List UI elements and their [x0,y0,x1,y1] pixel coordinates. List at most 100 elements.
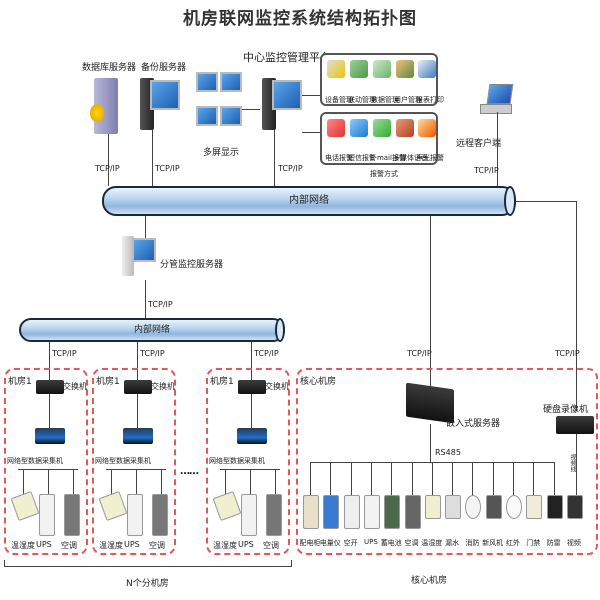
center-platform-label: 中心监控管理平台 [243,51,331,64]
switch-icon [124,380,152,394]
main-internal-network: 内部网络 [102,186,516,216]
device-label: UPS [36,540,52,549]
db-server-label: 数据库服务器 [82,63,137,73]
circuit-breaker-icon [343,495,360,529]
siren-light-icon [418,119,436,137]
tcp-label-dvr: TCP/IP [555,349,580,358]
branch-room-label: 机房1 [96,377,120,387]
function-label: 数据管理 [371,96,399,104]
dome-camera-icon [566,495,583,519]
branch-caption: N个分机房 [126,579,169,589]
tcp-label-branch: TCP/IP [140,349,165,358]
temp-humidity-sensor-icon [424,495,441,519]
air-conditioner-icon [152,494,168,536]
access-control-icon [526,495,543,519]
fresh-air-fan-icon [485,495,502,519]
function-label: 报表打印 [416,96,444,104]
core-device-label: 空开 [343,539,358,547]
core-device-label: 空调 [404,539,419,547]
core-device-label: 视频 [566,539,581,547]
power-meter-icon [323,495,340,529]
diagram-title: 机房联网监控系统结构拓扑图 [183,9,417,29]
alarm-label: 短信报警 [348,154,376,162]
device-label: 温湿度 [213,541,237,550]
function-label: 用户管理 [394,96,422,104]
tcp-label-sub: TCP/IP [148,300,173,309]
laptop-icon [486,84,514,104]
dvr-label: 硬盘录像机 [543,405,589,415]
power-cabinet-icon [303,495,319,529]
branch-room-label: 机房1 [8,377,32,387]
device-label: UPS [238,540,254,549]
display-monitor-icon [196,106,218,126]
sub-internal-network: 内部网络 [19,318,285,342]
backup-server-label: 备份服务器 [141,63,187,73]
air-conditioner-icon [64,494,80,536]
core-room-label: 核心机房 [300,377,337,387]
sub-server-tower-icon [122,236,134,276]
ups-icon [39,494,55,536]
smoke-detector-icon [465,495,482,519]
core-device-label: 电量仪 [319,539,341,547]
lightning-protection-icon [546,495,563,519]
tcp-label-remote: TCP/IP [474,166,499,175]
core-device-label: 新风机 [482,539,504,547]
users-icon [396,60,414,78]
air-conditioner-icon [266,494,282,536]
branch-room-frame [4,368,88,555]
core-device-label: 红外 [506,539,520,547]
device-label: 温湿度 [11,541,35,550]
sub-network-label: 内部网络 [133,325,170,335]
remote-client-label: 远程客户端 [456,139,502,149]
core-device-label: 蓄电池 [380,539,402,547]
switch-icon [238,380,266,394]
multi-display-label: 多屏显示 [203,148,240,158]
alarm-label: 电话报警 [325,154,353,162]
alarm-label: E-mail报警 [370,154,406,162]
device-label: 空调 [263,541,279,550]
ellipsis: …… [180,466,199,477]
dvr-icon [556,416,594,434]
switch-label: 交换机 [265,382,289,391]
collector-label: 网络型数据采集机 [7,457,63,465]
rs485-label: RS485 [435,448,461,457]
display-monitor-icon [220,72,242,92]
core-device-label: 防雷 [546,539,561,547]
branch-room-label: 机房1 [210,377,234,387]
core-device-label: 配电柜 [299,539,321,547]
mobile-sms-icon [350,119,368,137]
display-monitor-icon [196,72,218,92]
core-device-label: 消防 [465,539,480,547]
water-leak-sensor-icon [445,495,462,519]
speaker-icon [396,119,414,137]
air-conditioner-icon [404,495,421,529]
tcp-label-branch: TCP/IP [52,349,77,358]
device-label: 空调 [61,541,77,550]
core-room-frame [296,368,598,555]
data-sheet-icon [373,60,391,78]
switch-label: 交换机 [63,382,87,391]
switch-label: 交换机 [151,382,175,391]
embedded-server-label: 嵌入式服务器 [446,419,501,429]
tcp-label-core: TCP/IP [407,349,432,358]
sub-server-label: 分管监控服务器 [160,260,224,270]
device-label: 温湿度 [99,541,123,550]
function-label: 设备管理 [325,96,353,104]
device-label: UPS [124,540,140,549]
data-collector-icon [123,428,153,444]
wrench-screwdriver-icon [327,60,345,78]
tcp-label-branch: TCP/IP [254,349,279,358]
data-collector-icon [35,428,65,444]
switch-icon [36,380,64,394]
backup-server-monitor-icon [150,80,180,110]
laptop-keyboard-icon [480,104,512,114]
core-device-label: 漏水 [445,539,460,547]
infrared-sensor-icon [506,495,522,519]
database-cylinder-icon [90,104,104,122]
alarm-caption: 报警方式 [370,170,398,178]
branch-brace [4,560,292,567]
core-device-label: UPS [363,538,378,546]
collector-label: 网络型数据采集机 [209,457,265,465]
core-device-label: 门禁 [526,539,541,547]
collector-label: 网络型数据采集机 [95,457,151,465]
